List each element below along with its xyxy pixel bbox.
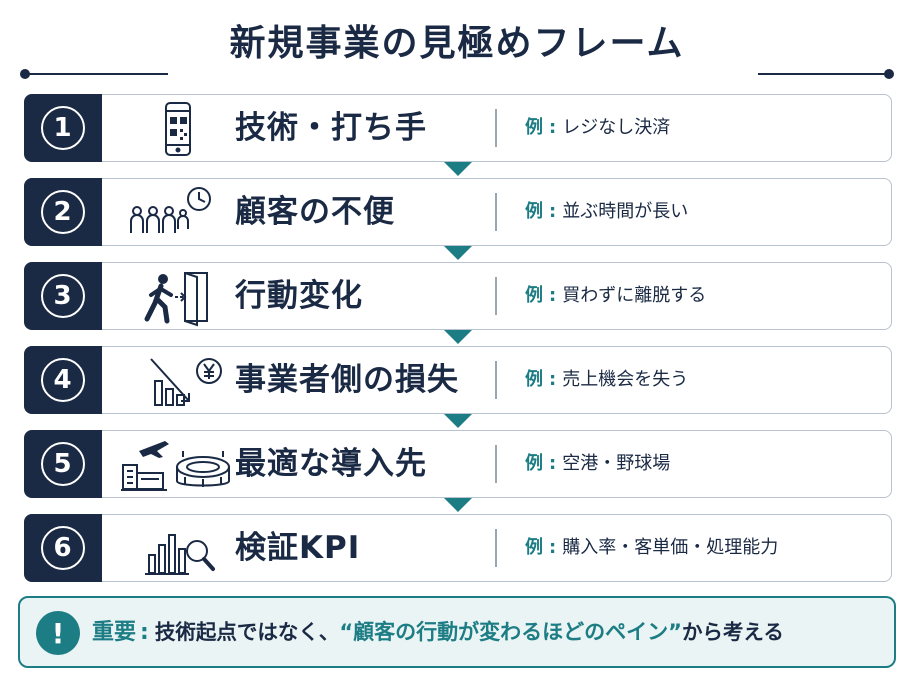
step-example: 例:空港・野球場 (525, 453, 671, 474)
step-title: 最適な導入先 (235, 446, 427, 482)
key-point-text: 重要:技術起点ではなく、“顧客の行動が変わるほどのペイン”から考える (92, 620, 784, 645)
person-exit-door-icon (119, 267, 235, 327)
key-point-label: 重要 (92, 620, 137, 645)
framework-step-4: 4 事業者側の損失 例:売上機会を失う (23, 345, 892, 414)
step-title: 検証KPI (235, 530, 361, 566)
row-separator (495, 277, 497, 315)
smartphone-qr-icon (119, 99, 235, 159)
row-separator (495, 445, 497, 483)
row-separator (495, 193, 497, 231)
step-number-box: 2 (23, 177, 102, 246)
framework-step-3: 3 行動変化 例:買わずに離脱する (23, 261, 892, 330)
step-number-box: 3 (23, 261, 102, 330)
key-point-callout: ! 重要:技術起点ではなく、“顧客の行動が変わるほどのペイン”から考える (18, 596, 896, 668)
step-title: 顧客の不便 (235, 194, 395, 230)
row-separator (495, 361, 497, 399)
step-number: 5 (40, 441, 85, 486)
step-number: 6 (40, 525, 85, 570)
step-example: 例:並ぶ時間が長い (525, 201, 689, 222)
page-title: 新規事業の見極めフレーム (229, 23, 685, 64)
row-separator (495, 529, 497, 567)
flow-arrow-down (444, 414, 472, 428)
step-number: 1 (40, 105, 85, 150)
step-title: 技術・打ち手 (235, 110, 427, 146)
step-number: 4 (40, 357, 85, 402)
row-separator (495, 109, 497, 147)
step-number: 3 (40, 273, 85, 318)
framework-step-5: 5 最適な導入先 例:空港・野球場 (23, 429, 892, 498)
title-divider-dot-left (20, 69, 30, 79)
step-number: 2 (40, 189, 85, 234)
step-title: 行動変化 (235, 278, 363, 314)
framework-step-2: 2 顧客の不便 例:並ぶ時間が長い (23, 177, 892, 246)
step-title: 事業者側の損失 (235, 362, 459, 398)
flow-arrow-down (444, 498, 472, 512)
exclamation-icon: ! (36, 611, 80, 655)
flow-arrow-down (444, 246, 472, 260)
step-number-box: 4 (23, 345, 102, 414)
framework-step-6: 6 検証KPI 例:購入率・客単価・処理能力 (23, 513, 892, 582)
step-example: 例:買わずに離脱する (525, 285, 707, 306)
flow-arrow-down (444, 162, 472, 176)
key-point-highlight: “顧客の行動が変わるほどのペイン” (339, 620, 682, 644)
airport-stadium-icon (119, 435, 235, 495)
flow-arrow-down (444, 330, 472, 344)
step-number-box: 6 (23, 513, 102, 582)
framework-step-1: 1 技術・打ち手 例:レジなし決済 (23, 93, 892, 162)
step-number-box: 1 (23, 93, 102, 162)
declining-chart-yen-icon (119, 351, 235, 411)
title-divider-left (24, 73, 168, 75)
title-divider-right (758, 73, 888, 75)
title-divider-dot-right (884, 69, 894, 79)
queue-clock-icon (119, 183, 235, 243)
step-example: 例:レジなし決済 (525, 117, 671, 138)
step-example: 例:売上機会を失う (525, 369, 689, 390)
step-number-box: 5 (23, 429, 102, 498)
step-example: 例:購入率・客単価・処理能力 (525, 537, 779, 558)
bar-chart-magnifier-icon (119, 519, 235, 579)
